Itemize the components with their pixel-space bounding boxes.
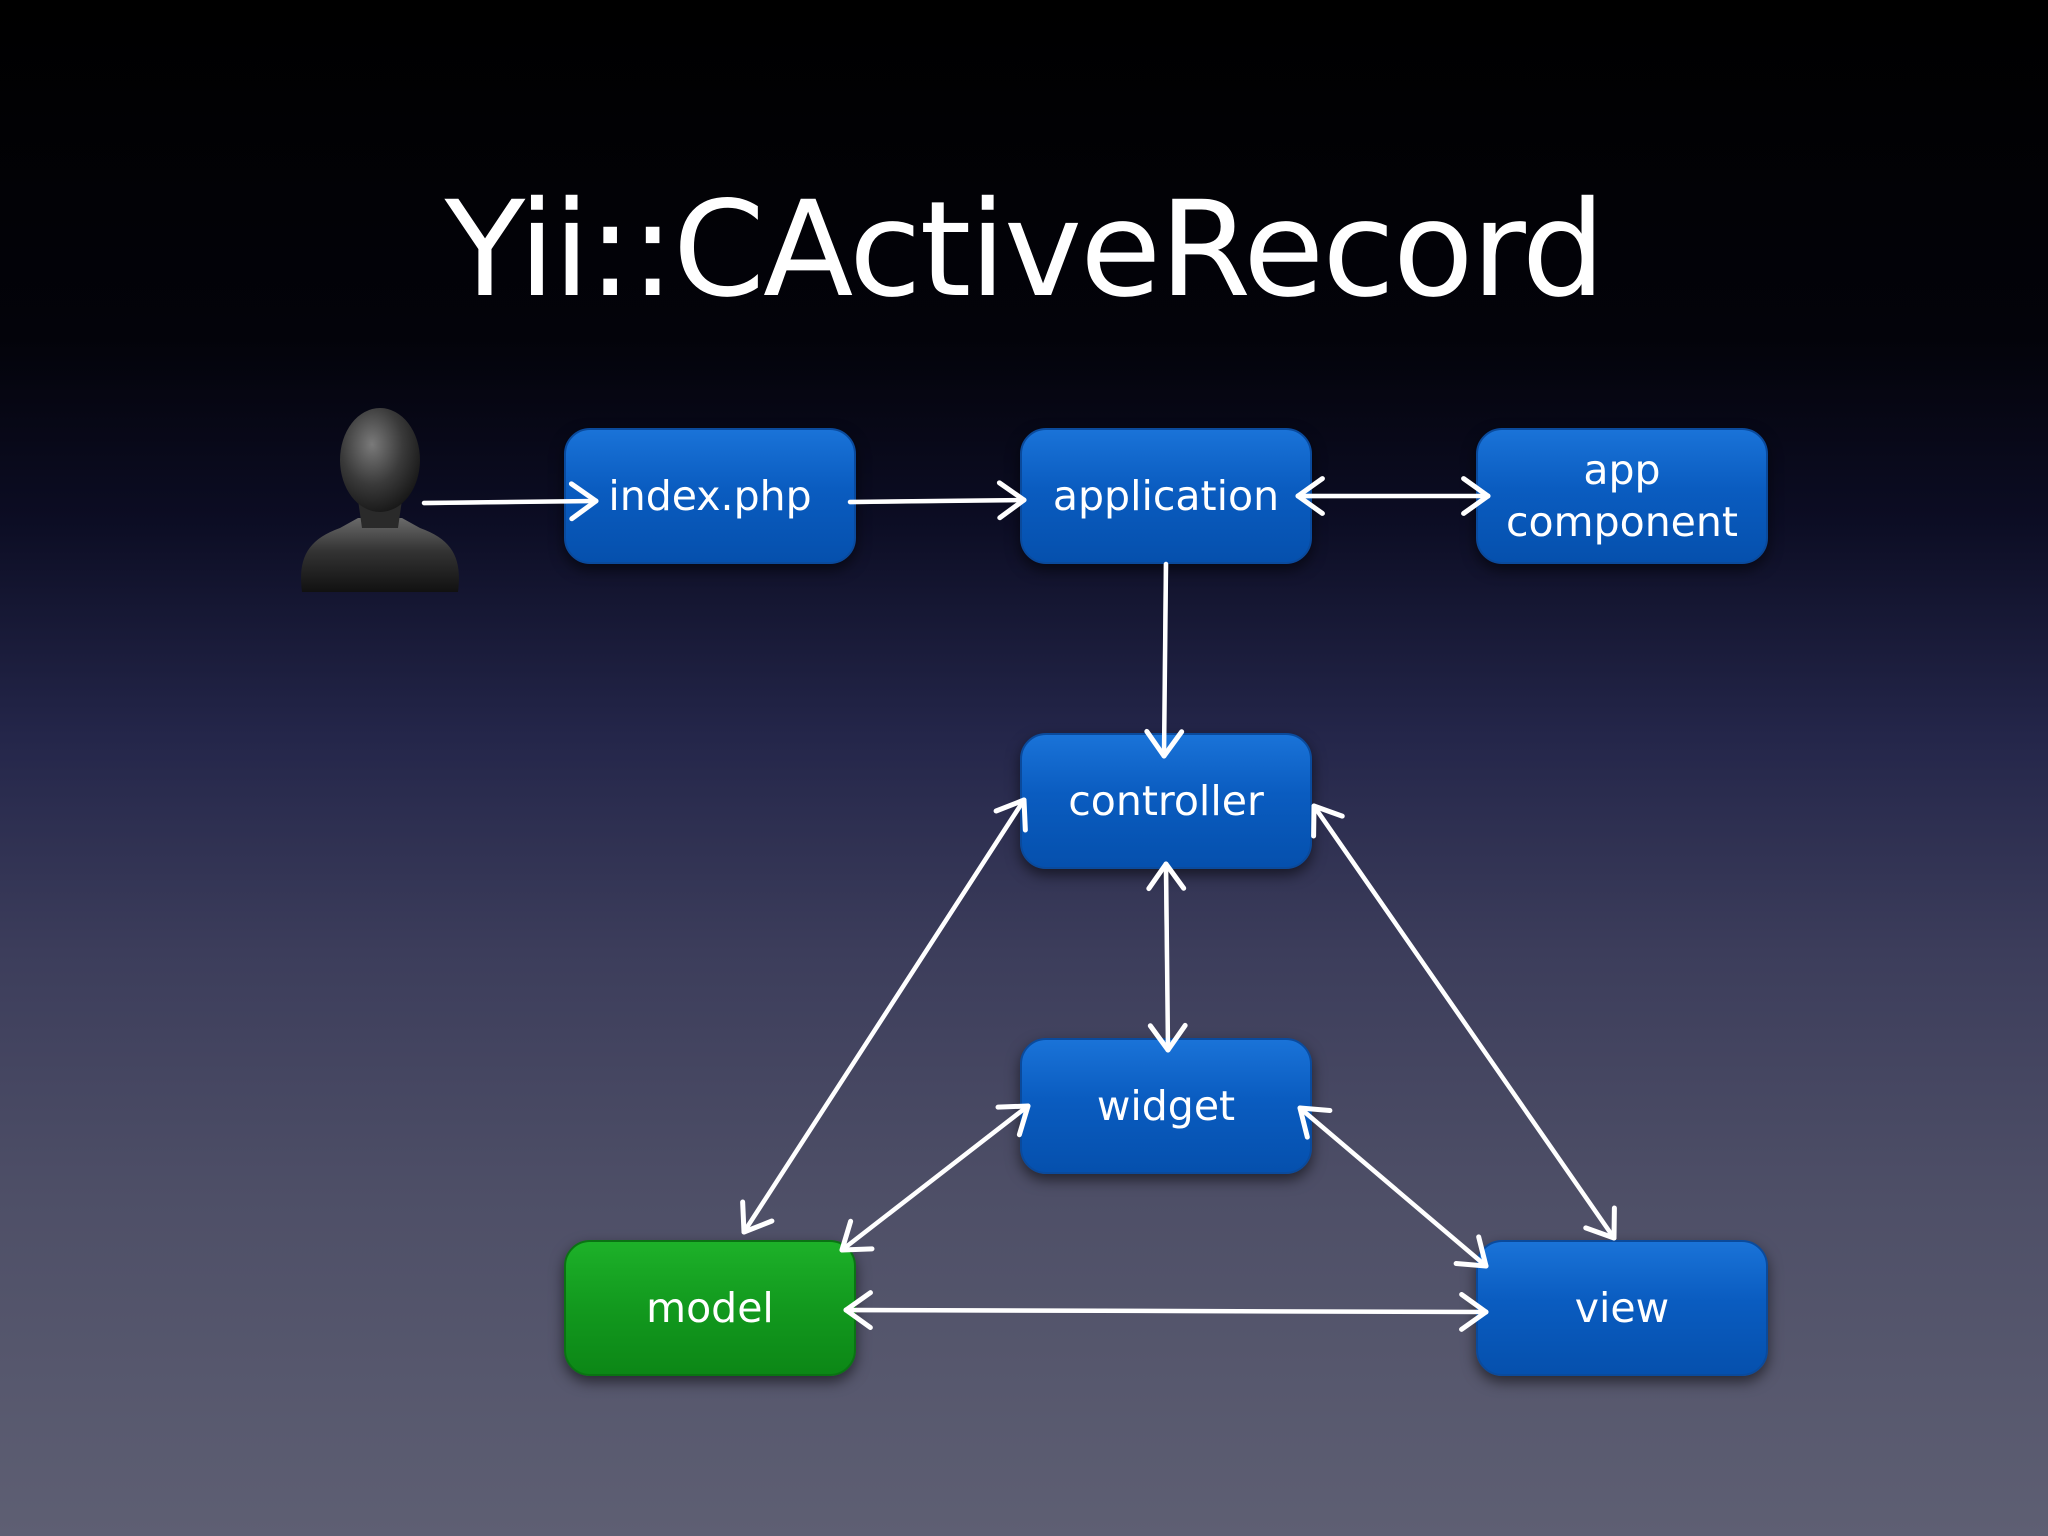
node-model: model bbox=[564, 1240, 856, 1376]
arrow-controller-model bbox=[740, 797, 1028, 1235]
arrow-application-app-component bbox=[1295, 476, 1491, 516]
node-app-component: app component bbox=[1476, 428, 1768, 564]
node-view-label: view bbox=[1574, 1284, 1670, 1332]
arrow-user-to-index bbox=[421, 481, 599, 522]
node-app-component-line2: component bbox=[1506, 498, 1738, 546]
node-model-label: model bbox=[646, 1284, 774, 1332]
node-index-php: index.php bbox=[564, 428, 856, 564]
arrow-application-to-controller bbox=[1144, 561, 1185, 759]
node-controller: controller bbox=[1020, 733, 1312, 869]
node-widget: widget bbox=[1020, 1038, 1312, 1174]
arrow-controller-view bbox=[1311, 803, 1617, 1241]
node-application-label: application bbox=[1052, 472, 1280, 520]
node-view: view bbox=[1476, 1240, 1768, 1376]
user-silhouette-icon bbox=[301, 408, 459, 592]
arrow-model-view bbox=[843, 1290, 1489, 1332]
arrow-widget-model bbox=[839, 1103, 1031, 1253]
arrow-index-to-application bbox=[847, 480, 1027, 521]
slide-title: Yii::CActiveRecord bbox=[444, 173, 1606, 327]
node-widget-label: widget bbox=[1096, 1082, 1236, 1130]
node-controller-label: controller bbox=[1068, 777, 1264, 825]
arrow-widget-view bbox=[1297, 1105, 1489, 1269]
node-app-component-line1: app bbox=[1583, 446, 1661, 494]
node-index-php-label: index.php bbox=[608, 472, 812, 520]
node-application: application bbox=[1020, 428, 1312, 564]
arrow-controller-widget bbox=[1146, 861, 1188, 1053]
